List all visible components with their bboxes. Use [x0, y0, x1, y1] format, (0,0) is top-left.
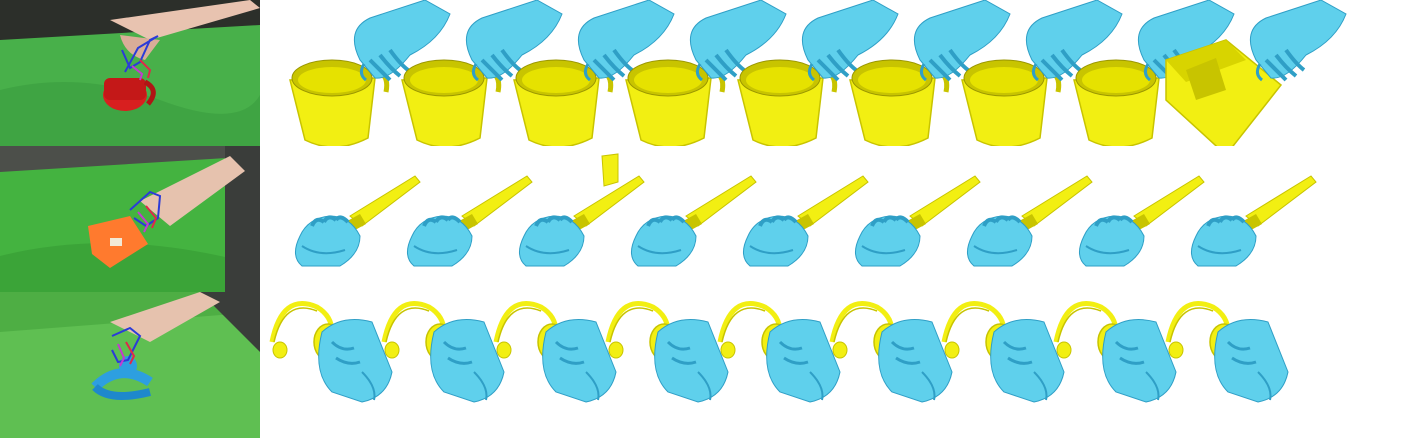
headphones-grasp-1	[269, 301, 393, 403]
mug-grasp-3	[513, 0, 675, 146]
knife-grasp-1	[295, 175, 421, 267]
knife-grasp-9	[1191, 175, 1317, 267]
photo-headphones	[0, 292, 260, 438]
knife-grasp-7	[967, 175, 1093, 267]
headphones-grasp-3	[493, 301, 617, 403]
headphones-grasp-renders	[269, 301, 1289, 403]
photo-mug-image	[0, 0, 260, 146]
photo-mug	[0, 0, 260, 146]
render-grid	[262, 0, 1413, 438]
mug-grasp-4	[625, 0, 787, 146]
mug-grasp-8	[1073, 0, 1235, 146]
knife-grasp-4	[631, 175, 757, 267]
knife-grasp-renders	[295, 153, 1317, 267]
headphones-grasp-5	[717, 301, 841, 403]
mug-grasp-renders	[289, 0, 1347, 146]
mug-grasp-7	[961, 0, 1123, 146]
mug-grasp-9	[1165, 0, 1347, 146]
knife-grasp-3	[519, 153, 645, 267]
headphones-grasp-4	[605, 301, 729, 403]
photo-column	[0, 0, 260, 438]
headphones-grasp-7	[941, 301, 1065, 403]
knife-grasp-2	[407, 175, 533, 267]
render-row-mug	[262, 0, 1413, 146]
photo-knife-image	[0, 146, 260, 292]
render-row-knife	[262, 146, 1413, 292]
photo-knife	[0, 146, 260, 292]
mug-grasp-6	[849, 0, 1011, 146]
headphones-grasp-6	[829, 301, 953, 403]
photo-headphones-image	[0, 292, 260, 438]
mug-grasp-5	[737, 0, 899, 146]
headphones-grasp-8	[1053, 301, 1177, 403]
knife-grasp-8	[1079, 175, 1205, 267]
mug-grasp-2	[401, 0, 563, 146]
knife-grasp-5	[743, 175, 869, 267]
mug-grasp-1	[289, 0, 451, 146]
headphones-grasp-9	[1165, 301, 1289, 403]
knife-grasp-6	[855, 175, 981, 267]
headphones-grasp-2	[381, 301, 505, 403]
render-row-headphones	[262, 292, 1413, 438]
